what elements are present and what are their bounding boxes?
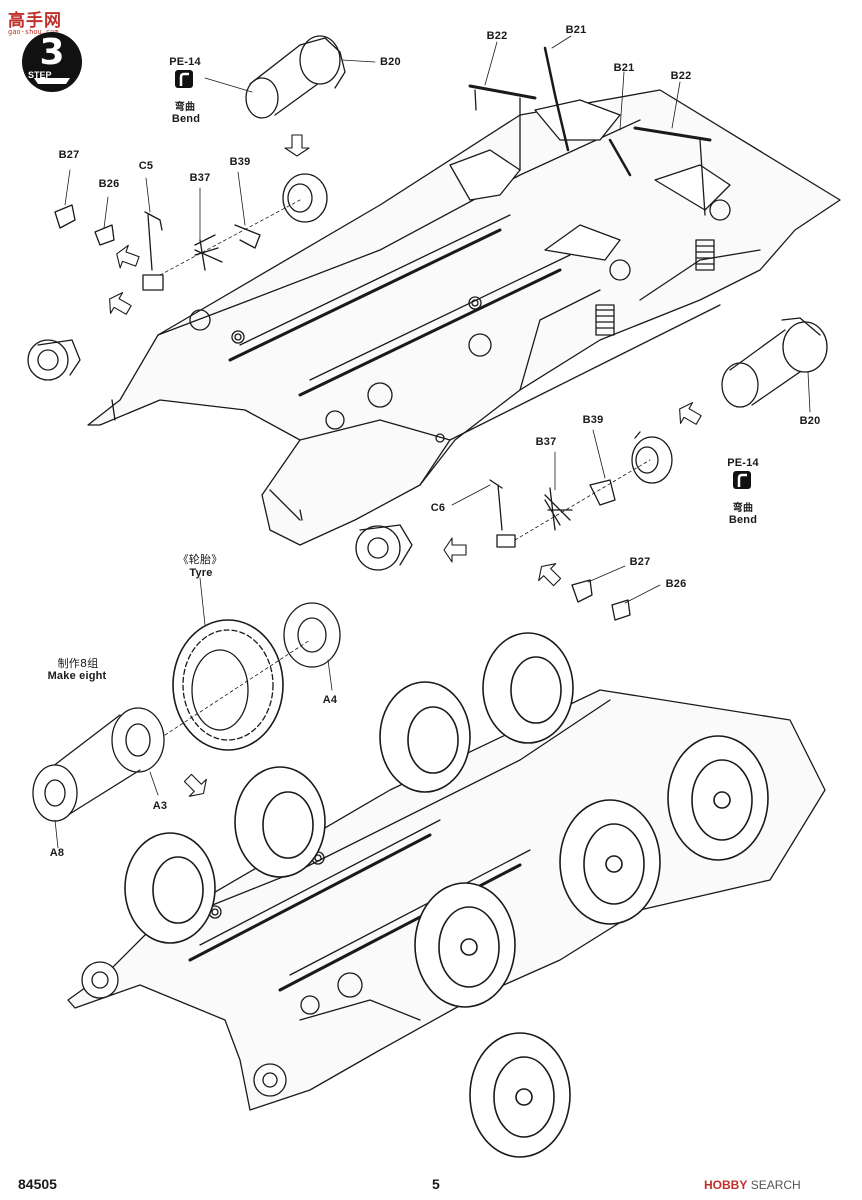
- exploded-wheel: [32, 602, 341, 822]
- watermark-brand: 高手网: [8, 11, 62, 31]
- step-circle-icon: [22, 32, 82, 92]
- label-b22-right: B22: [670, 70, 692, 82]
- label-b21-left: B21: [565, 24, 587, 36]
- label-b26-mid: B26: [665, 578, 687, 590]
- label-b37-top: B37: [189, 172, 211, 184]
- watermark-url: gao-shou.com: [8, 28, 59, 36]
- step-label: STEP: [28, 70, 52, 80]
- label-bend-zh-right: 弯曲: [732, 503, 754, 514]
- footer-site-name: SEARCH: [750, 1178, 801, 1192]
- watermark-logo: 高手网 gao-shou.com: [8, 6, 62, 36]
- label-bend-zh-top: 弯曲: [174, 102, 196, 113]
- b20-top-part: [245, 35, 346, 119]
- label-pe14-top: PE-14: [169, 56, 201, 68]
- label-pe14-right: PE-14: [727, 457, 759, 469]
- label-b37-mid: B37: [535, 436, 557, 448]
- label-bend-en-right: Bend: [728, 514, 758, 526]
- direction-arrows: [109, 134, 702, 797]
- footer-site-logo: HOBBY SEARCH: [704, 1178, 801, 1192]
- top-left-small-parts: [54, 173, 328, 291]
- left-hub: [27, 339, 81, 381]
- label-make-zh: 制作8组: [57, 657, 99, 670]
- b20-right-part: [721, 317, 828, 408]
- label-b39-mid: B39: [582, 414, 604, 426]
- bend-icon-top: [175, 70, 193, 88]
- label-b22-left: B22: [486, 30, 508, 42]
- label-b27-mid: B27: [629, 556, 651, 568]
- label-make-en: Make eight: [47, 670, 107, 682]
- lower-wheels: [124, 632, 769, 1158]
- label-tyre-en: Tyre: [189, 567, 213, 579]
- step-badge: 3 STEP: [20, 30, 84, 94]
- label-b21-right: B21: [613, 62, 635, 74]
- b22-b21-rods: [468, 46, 712, 216]
- label-bend-en-top: Bend: [171, 113, 201, 125]
- footer-page-number: 5: [432, 1176, 440, 1192]
- footer-kit-code: 84505: [18, 1176, 57, 1192]
- label-b20-top: B20: [380, 56, 401, 68]
- lower-mid-hub: [355, 524, 413, 571]
- step-number: 3: [39, 32, 65, 73]
- label-a8: A8: [49, 847, 65, 859]
- label-b39-top: B39: [229, 156, 251, 168]
- label-b27-top: B27: [58, 149, 80, 161]
- label-a3: A3: [152, 800, 168, 812]
- upper-hull-chassis: [87, 89, 841, 546]
- label-c5: C5: [138, 160, 154, 172]
- label-a4: A4: [322, 694, 338, 706]
- mid-right-small-parts: [489, 431, 673, 621]
- label-b20-right: B20: [799, 415, 821, 427]
- label-tyre-zh: 《轮胎》: [177, 553, 223, 566]
- bend-icon-right: [733, 471, 751, 489]
- footer-site-brand: HOBBY: [704, 1178, 748, 1192]
- assembly-diagram: [27, 35, 841, 1158]
- leader-lines: [54, 35, 811, 849]
- label-c6: C6: [430, 502, 446, 514]
- label-b26-top: B26: [98, 178, 120, 190]
